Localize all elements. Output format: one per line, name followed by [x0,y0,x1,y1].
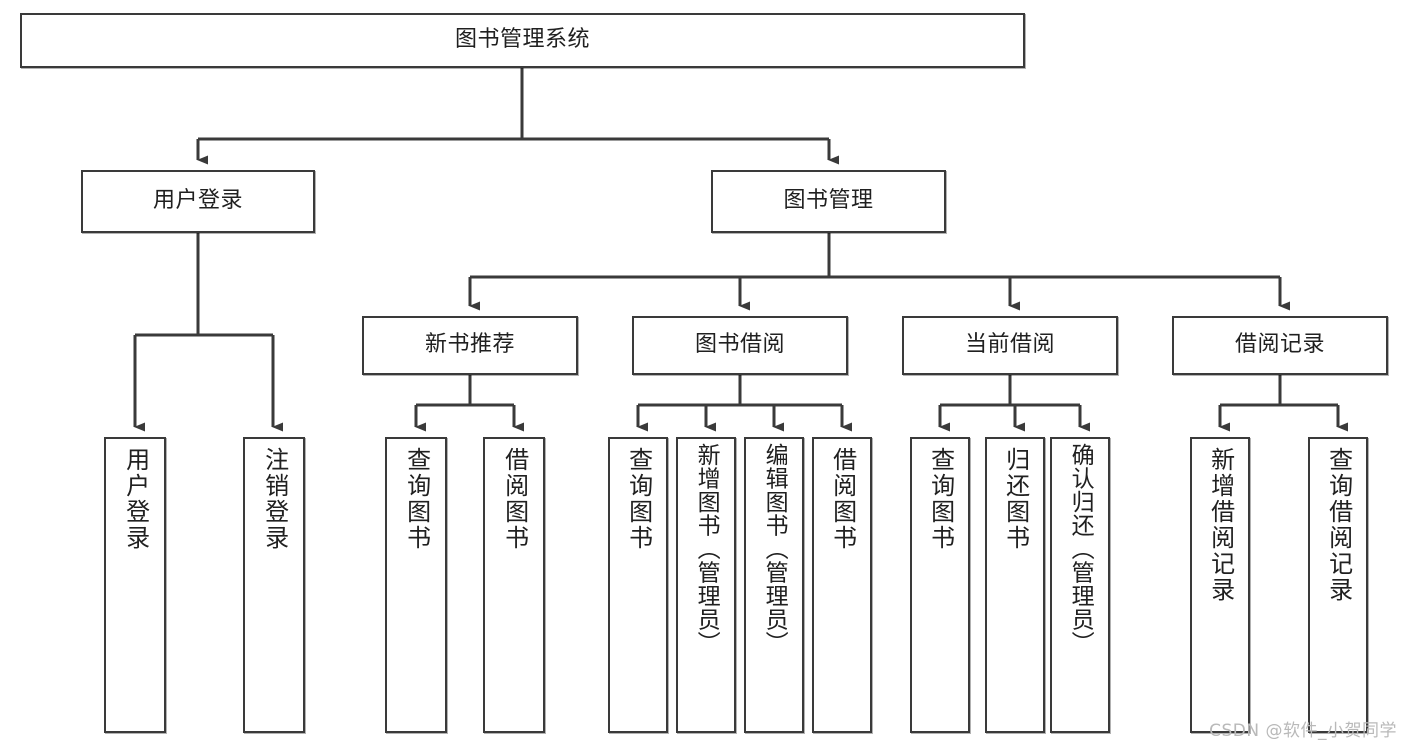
csdn-watermark: CSDN @软件_小贺同学 [1209,721,1397,741]
node-current-borrow-label: 当前借阅 [964,332,1055,358]
node-leaf-borrow-book-2-label: 借阅图书 [828,447,857,551]
node-leaf-edit-book[interactable]: 编辑图书（管理员） [744,437,804,733]
node-leaf-user-login-label: 用户登录 [121,447,150,551]
node-leaf-query-record[interactable]: 查询借阅记录 [1308,437,1368,733]
node-borrow-record-label: 借阅记录 [1234,332,1325,358]
node-leaf-logout[interactable]: 注销登录 [243,437,305,733]
node-leaf-query-book-1-label: 查询图书 [402,447,431,551]
node-leaf-query-book-1[interactable]: 查询图书 [385,437,447,733]
node-leaf-edit-book-label: 编辑图书（管理员） [761,443,788,655]
node-leaf-return-book-label: 归还图书 [1001,447,1030,551]
node-leaf-user-login[interactable]: 用户登录 [104,437,166,733]
node-root[interactable]: 图书管理系统 [20,13,1025,68]
node-leaf-borrow-book-2[interactable]: 借阅图书 [812,437,872,733]
node-leaf-borrow-book-1[interactable]: 借阅图书 [483,437,545,733]
node-new-book-rec-label: 新书推荐 [424,332,515,358]
node-borrow-record[interactable]: 借阅记录 [1172,316,1388,375]
node-leaf-confirm-return[interactable]: 确认归还（管理员） [1050,437,1110,733]
node-new-book-rec[interactable]: 新书推荐 [362,316,578,375]
node-current-borrow[interactable]: 当前借阅 [902,316,1118,375]
node-leaf-add-book[interactable]: 新增图书（管理员） [676,437,736,733]
node-root-label: 图书管理系统 [454,27,590,53]
node-leaf-logout-label: 注销登录 [260,447,289,551]
node-leaf-confirm-return-label: 确认归还（管理员） [1067,443,1094,655]
node-leaf-query-book-2-label: 查询图书 [624,447,653,551]
node-leaf-query-book-3-label: 查询图书 [926,447,955,551]
node-leaf-add-record-label: 新增借阅记录 [1206,447,1235,603]
node-leaf-return-book[interactable]: 归还图书 [985,437,1045,733]
node-leaf-borrow-book-1-label: 借阅图书 [500,447,529,551]
node-leaf-add-record[interactable]: 新增借阅记录 [1190,437,1250,733]
node-book-manage[interactable]: 图书管理 [711,170,946,233]
node-user-login-label: 用户登录 [152,188,243,214]
node-book-borrow-label: 图书借阅 [694,332,785,358]
node-leaf-query-book-3[interactable]: 查询图书 [910,437,970,733]
node-book-borrow[interactable]: 图书借阅 [632,316,848,375]
node-leaf-query-book-2[interactable]: 查询图书 [608,437,668,733]
node-leaf-query-record-label: 查询借阅记录 [1324,447,1353,603]
node-book-manage-label: 图书管理 [783,188,874,214]
node-user-login[interactable]: 用户登录 [81,170,315,233]
node-leaf-add-book-label: 新增图书（管理员） [693,443,720,655]
